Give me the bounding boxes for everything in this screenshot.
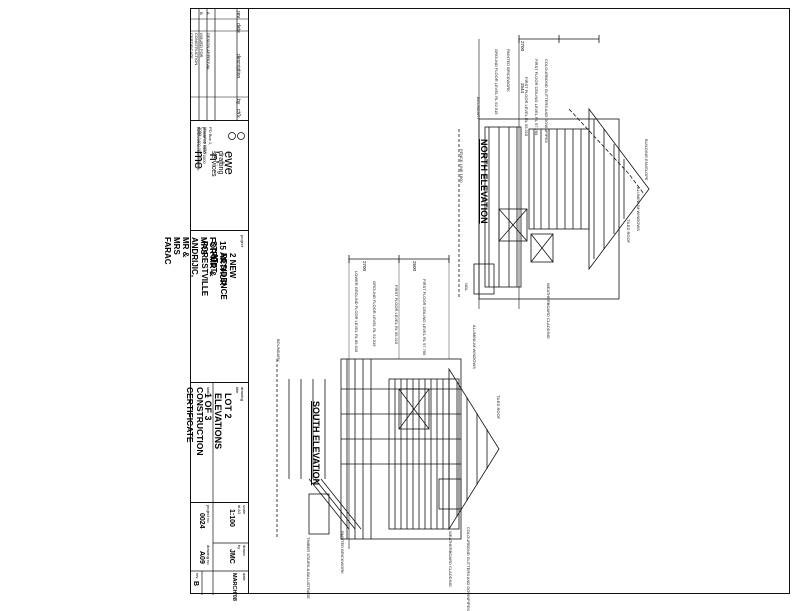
- rev-header: rev: [235, 11, 241, 18]
- status-value: CONSTRUCTION CERTIFICATE: [185, 387, 205, 456]
- firm-block: ewe 'n' me drafting services PO Box 1, W…: [191, 121, 249, 231]
- rev-b-code: B: [199, 12, 204, 15]
- project-block: project 2 NEW RESIDENCE AT 15 ARTHUR STR…: [163, 231, 249, 383]
- north-elevation-title: NORTH ELEVATION: [479, 139, 489, 224]
- drawn-label: drawn by: [237, 545, 247, 556]
- south-note-gf-level: GROUND FLOOR LEVEL RL 92.515: [372, 281, 377, 347]
- south-note-lgf-level: LOWER GROUND FLOOR LEVEL RL 89.915: [354, 271, 359, 353]
- south-note-ff-level: FIRST FLOOR LEVEL RL 95.215: [394, 285, 399, 345]
- drawing-sheet: rev date description by ch'k A DESIGN AP…: [163, 8, 791, 611]
- drawing-title: LOT 2 ELEVATIONS 1 OF 3: [203, 393, 233, 450]
- rev-a-code: A: [206, 12, 211, 15]
- elevation-drawings-svg: [276, 35, 650, 549]
- south-note-ff-ceiling: FIRST FLOOR CEILING LEVEL RL 97.765: [422, 279, 427, 356]
- project-no-value: 0024: [198, 513, 205, 529]
- status-label: status: [206, 387, 211, 398]
- drawing-title-block: drawing title LOT 2 ELEVATIONS 1 OF 3 st…: [185, 383, 249, 503]
- description-header: description: [235, 54, 241, 79]
- date-value: MARCH'08: [231, 573, 237, 601]
- north-note-weatherboard: WEATHERBOARD CLADDING: [546, 283, 551, 339]
- firm-logo-icon: [228, 132, 245, 140]
- scale-value: 1:100: [228, 509, 235, 527]
- north-note-roof: TILED ROOF: [626, 219, 631, 244]
- drawn-value: JMC: [228, 549, 235, 564]
- north-note-windows: ALUMINIUM WINDOWS: [636, 187, 641, 231]
- rev-b-description: ISSUED FOR CONSTRUCTION CERTIFICATE: [189, 33, 204, 66]
- north-note-boundary: BOUNDARY: [476, 97, 481, 120]
- north-note-ff-ceiling: FIRST FLOOR CEILING LEVEL RL 97.765: [534, 59, 539, 136]
- project-no-label: project no: [206, 505, 211, 523]
- drawing-title-label: drawing title: [235, 387, 245, 402]
- north-note-ngl: NGL: [464, 283, 469, 292]
- by-header: by: [235, 99, 241, 105]
- revision-table: rev date description by ch'k A DESIGN AP…: [189, 9, 249, 121]
- south-note-gutters: COLOURBOND GUTTERS AND DOWNPIPES: [466, 527, 471, 611]
- north-note-brickwork: PAINTED BRICKWORK: [506, 49, 511, 92]
- rev-label: rev: [195, 573, 200, 579]
- scale-label: scale at A3: [237, 505, 247, 515]
- north-elevation-building: [458, 35, 650, 309]
- south-note-weatherboard: WEATHERBOARD CLADDING: [448, 531, 453, 587]
- check-header: ch'k: [235, 109, 241, 118]
- south-dim-2: 2500: [412, 261, 417, 272]
- south-note-boundary: BOUNDARY: [276, 339, 281, 362]
- drawing-no-value: A09: [198, 551, 205, 564]
- south-dim-1: 2700: [362, 261, 367, 272]
- project-line-3: FOR MR & MRS ANDRIJIC, MR & MRS FARAC: [163, 237, 217, 278]
- north-note-fence: FENCE LINE 1800: [459, 149, 464, 183]
- north-dim-1: 2700: [520, 41, 525, 52]
- south-note-roof: TILED ROOF: [496, 395, 501, 420]
- north-note-envelope: BUILDING ENVELOPE: [644, 139, 649, 181]
- project-label: project: [240, 235, 245, 248]
- title-block: rev date description by ch'k A DESIGN AP…: [163, 9, 249, 601]
- south-elevation-building: [276, 255, 500, 549]
- north-note-ff-level: FIRST FLOOR LEVEL RL 95.215: [524, 77, 529, 137]
- north-note-gutters: COLOURBOND GUTTERS AND DOWNPIPES: [544, 59, 549, 143]
- date-label: date: [242, 573, 247, 581]
- rev-value: B: [192, 581, 199, 587]
- south-note-brickwork: PAINTED BRICKWORK: [340, 531, 345, 574]
- south-elevation-title: SOUTH ELEVATION: [311, 401, 321, 486]
- date-header: date: [235, 23, 241, 33]
- drawing-no-label: drawing no: [206, 545, 211, 565]
- north-note-gf-level: GROUND FLOOR LEVEL RL 92.515: [494, 49, 499, 115]
- south-note-windows: ALUMINIUM WINDOWS: [472, 325, 477, 369]
- rev-a-description: DESIGN APPROVAL: [206, 33, 211, 71]
- elevation-drawing-area: NORTH ELEVATION SOUTH ELEVATION 2700 254…: [249, 9, 791, 611]
- south-note-stairs: TIMBER STAIRS & BALUSTRADE: [306, 537, 311, 599]
- firm-web: www.eweandme.com.au: [196, 127, 201, 171]
- info-grid: scale at A3 1:100 drawn by JMC date MARC…: [191, 503, 249, 601]
